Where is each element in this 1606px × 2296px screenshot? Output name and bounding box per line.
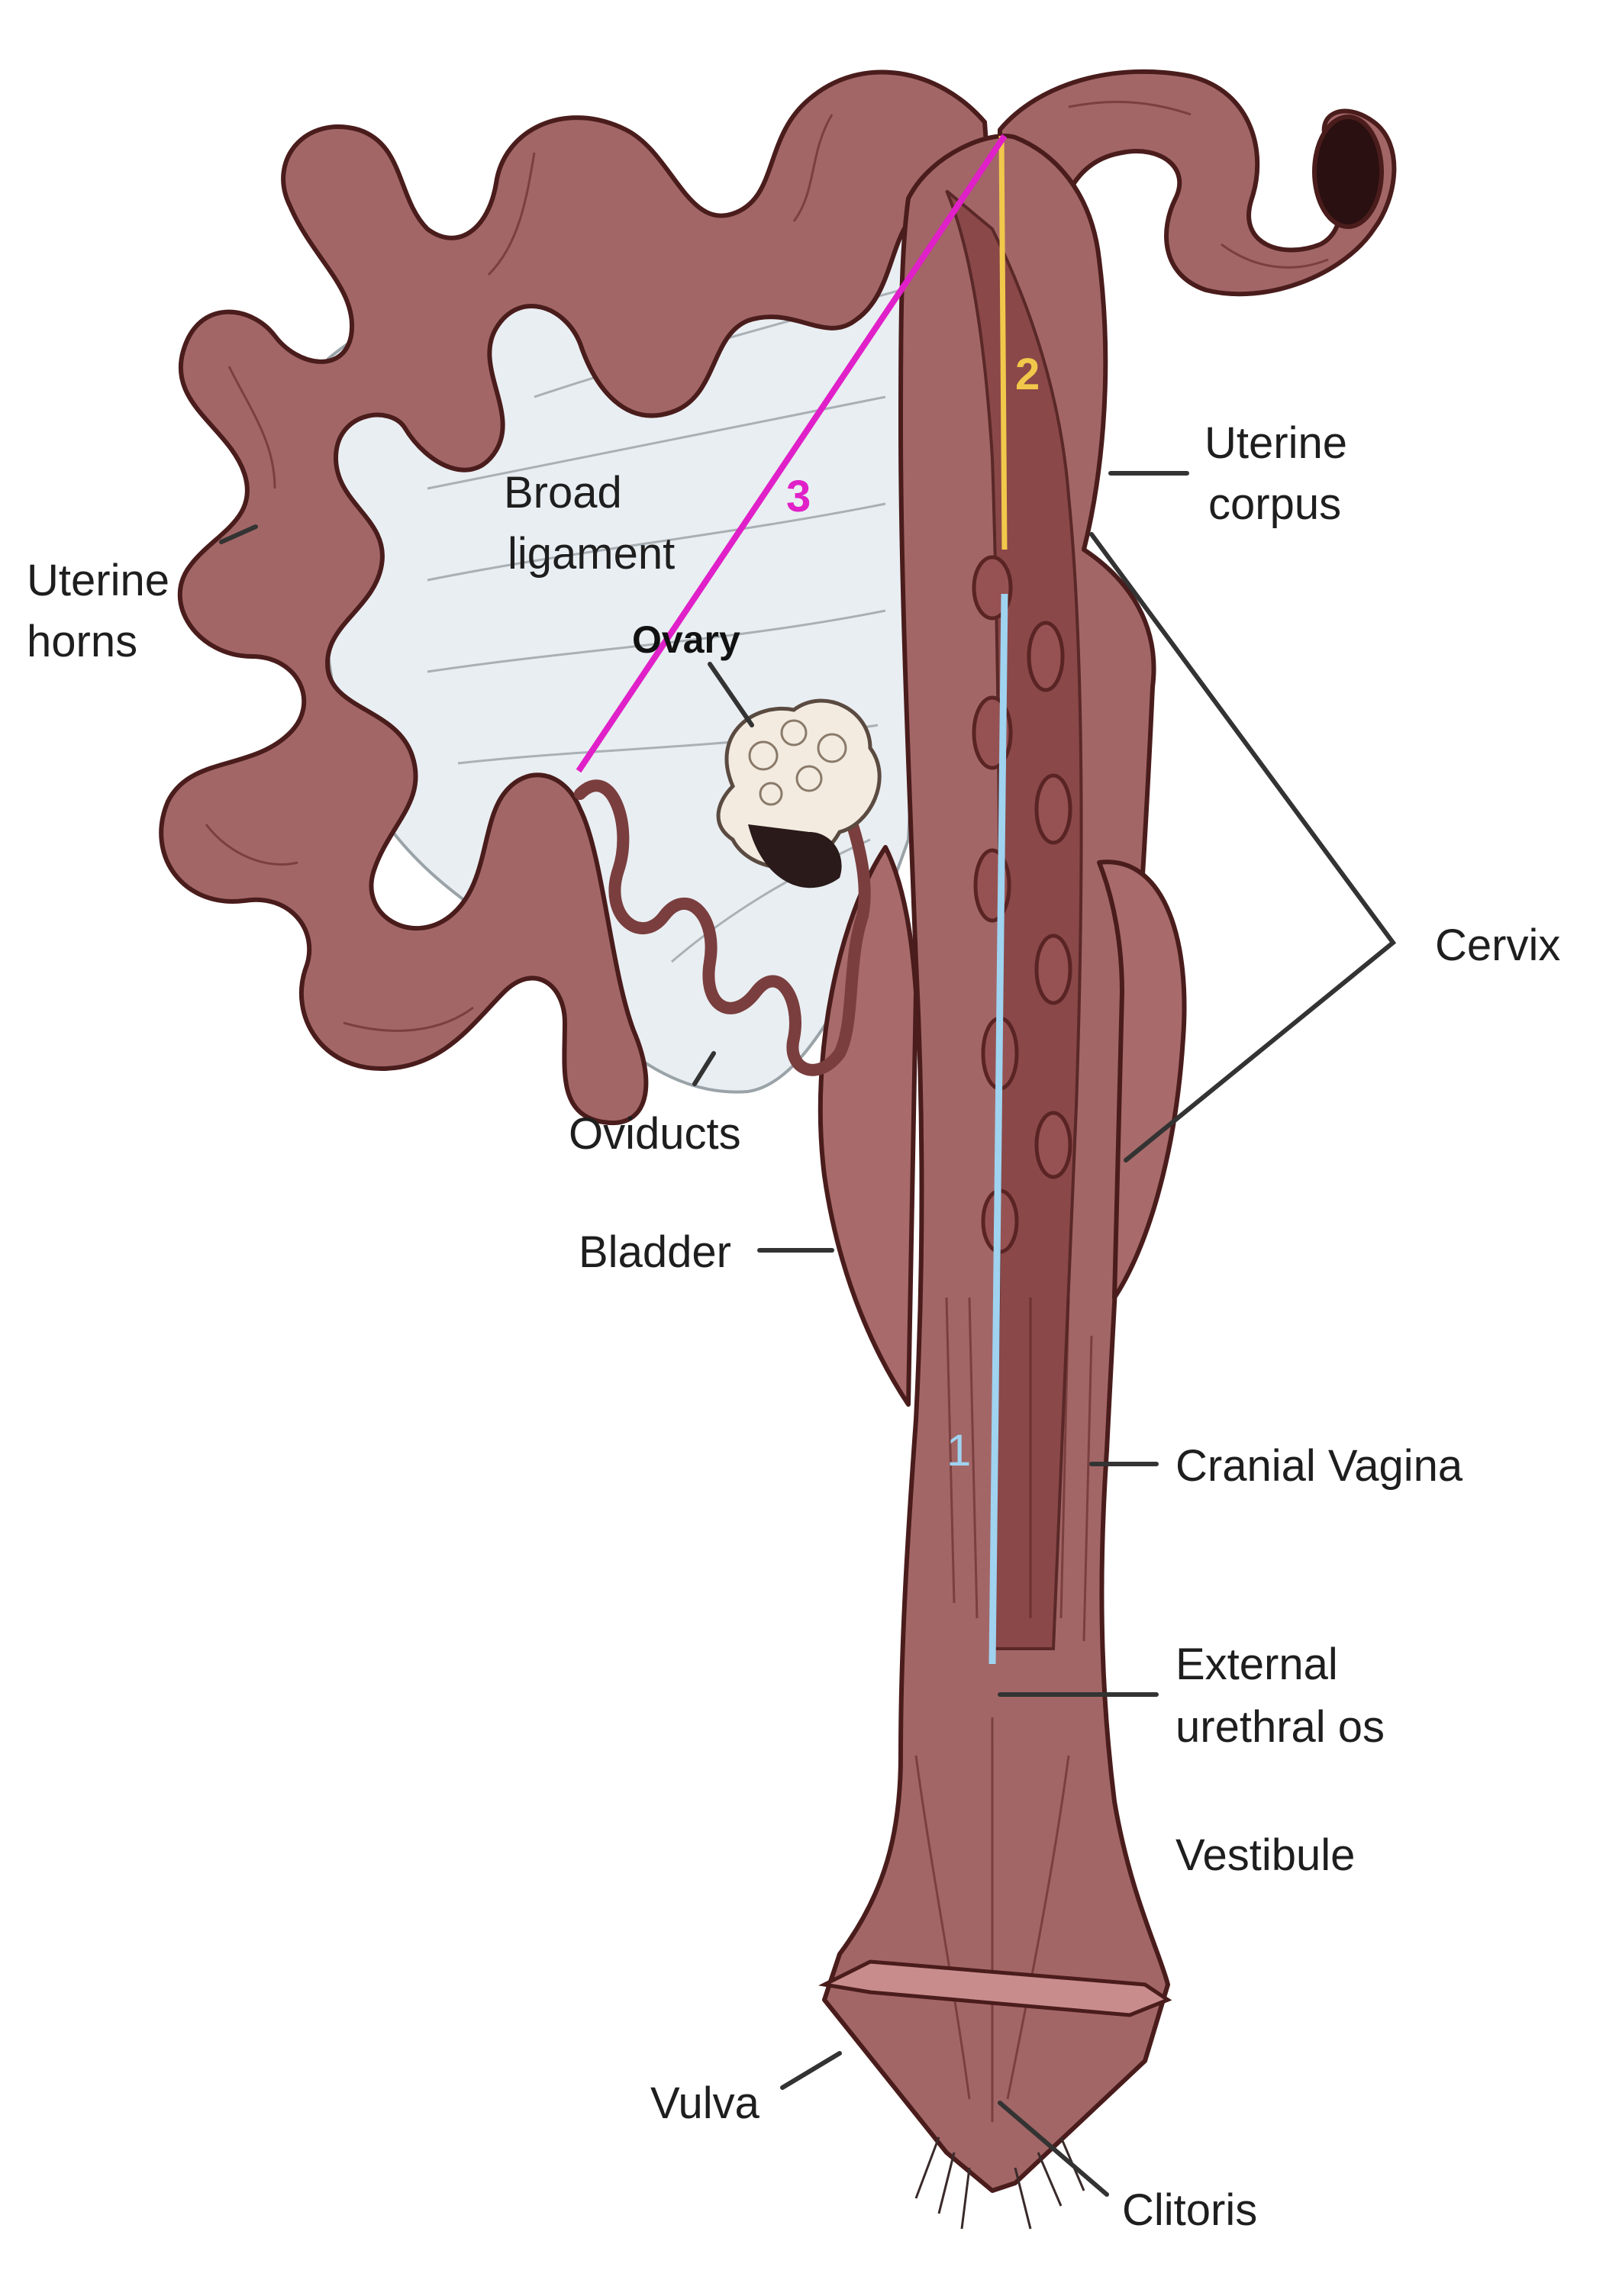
label-ovary: Ovary: [632, 618, 740, 661]
label-cranial-vagina: Cranial Vagina: [1175, 1441, 1463, 1491]
label-vestibule: Vestibule: [1175, 1830, 1355, 1880]
left-uterine-horn: [159, 69, 995, 1126]
label-broad-ligament: Broad ligament: [504, 468, 675, 579]
leader-ovary: [708, 662, 754, 727]
oviduct: [574, 779, 871, 1076]
label-uterine-corpus-line1: Uterine: [1204, 418, 1347, 468]
vulva-rim: [818, 1959, 1172, 2017]
measurement-line-2: [998, 135, 1008, 550]
leader-clitoris: [998, 2101, 1109, 2197]
label-external-urethral-os-line1: External: [1175, 1640, 1338, 1689]
label-uterine-horns-line2: horns: [27, 617, 137, 666]
right-horn-shading: [1068, 100, 1329, 269]
leader-cervix: [1089, 532, 1397, 1163]
label-bladder: Bladder: [579, 1227, 731, 1277]
horn-shading: [205, 114, 834, 1032]
vaginal-striations: [914, 1297, 1093, 2122]
label-uterine-corpus: Uterine corpus: [1204, 418, 1359, 529]
vulva-hairs: [914, 2136, 1085, 2230]
leader-vulva: [780, 2051, 842, 2090]
leader-oviducts: [692, 1051, 716, 1086]
measurement-label-2: 2: [1015, 350, 1040, 399]
measurement-label-3: 3: [786, 472, 811, 521]
label-oviducts: Oviducts: [569, 1109, 741, 1159]
measurement-label-1: 1: [947, 1426, 971, 1475]
bladder: [818, 845, 918, 1407]
label-external-urethral-os-line2: urethral os: [1175, 1702, 1385, 1752]
label-vulva: Vulva: [650, 2078, 760, 2128]
label-external-urethral-os: External urethral os: [1175, 1640, 1385, 1752]
label-broad-ligament-line1: Broad: [504, 468, 622, 518]
leader-lines: [219, 471, 1397, 2197]
measurement-line-1: [988, 593, 1008, 1665]
label-cervix: Cervix: [1435, 921, 1560, 970]
cervix-bulge: [1097, 859, 1187, 1300]
label-uterine-horns: Uterine horns: [27, 556, 182, 666]
ovary: [716, 698, 882, 888]
measurement-lines: [576, 134, 1008, 1665]
leader-uterine-horns: [219, 524, 258, 544]
label-broad-ligament-line2: ligament: [508, 529, 675, 579]
right-uterine-horn: [998, 69, 1397, 323]
measurement-line-3: [576, 134, 1008, 773]
label-uterine-corpus-line2: corpus: [1208, 479, 1341, 529]
label-uterine-horns-line1: Uterine: [27, 556, 169, 605]
label-clitoris: Clitoris: [1122, 2185, 1257, 2235]
horn-lumen-opening: [1312, 114, 1384, 229]
